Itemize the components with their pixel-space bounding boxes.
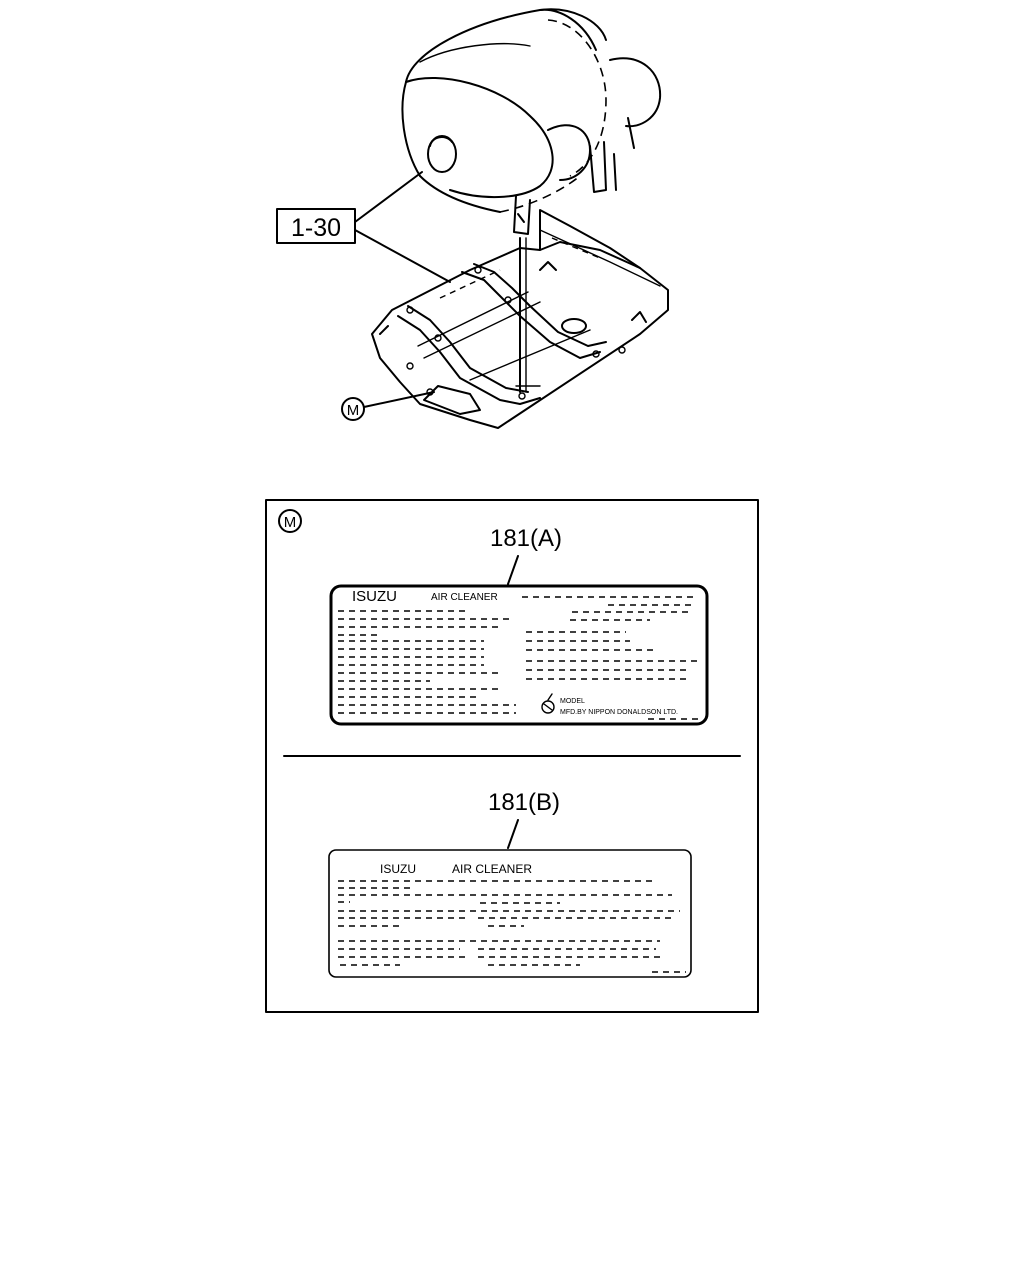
label-181a: 181(A) ISUZU AIR CLEANER (329, 525, 709, 726)
label-a-reference: 181(A) (490, 525, 562, 552)
assembly-reference-text: 1-30 (291, 214, 341, 242)
label-a-model-caption: MODEL (560, 698, 585, 705)
label-a-maker-caption: MFD.BY NIPPON DONALDSON LTD. (560, 709, 678, 716)
label-b-print-lines (338, 880, 686, 973)
detail-marker-text: M (347, 402, 360, 419)
label-a-product: AIR CLEANER (431, 592, 498, 603)
inset-marker-text: M (284, 514, 297, 531)
label-detail-inset: M (265, 499, 759, 1013)
label-a-brand: ISUZU (352, 588, 397, 605)
label-181b: 181(B) ISUZU AIR CLEANER (328, 789, 692, 978)
assembly-reference-callout: 1-30 (276, 171, 451, 283)
label-b-reference: 181(B) (488, 789, 560, 816)
label-a-print-lines (338, 596, 700, 720)
detail-marker-callout: M (341, 391, 435, 421)
air-cleaner-assembly (401, 8, 662, 235)
label-b-product: AIR CLEANER (452, 862, 532, 876)
label-b-brand: ISUZU (380, 862, 416, 876)
maker-logo (541, 693, 555, 714)
